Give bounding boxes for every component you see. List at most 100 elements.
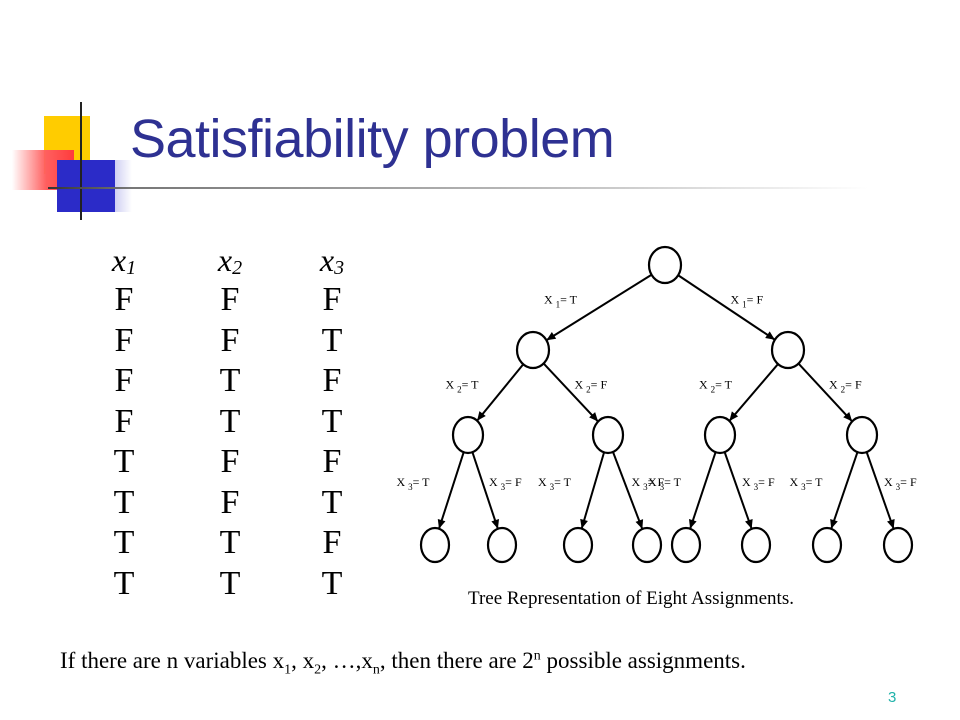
- tree-edge-label-value: = F: [900, 475, 917, 489]
- tree-edge-label: X 3= T: [396, 475, 430, 492]
- tree-edge-label: X 2= T: [699, 378, 733, 395]
- tree-edge-label-var: X: [632, 475, 644, 489]
- tree-edge-label-value: = T: [664, 475, 682, 489]
- truth-header-x3: x3: [292, 240, 372, 280]
- tree-edge-label: X 3= F: [632, 475, 665, 492]
- truth-cell: F: [220, 321, 240, 359]
- tree-edge-label-sub: 3: [550, 482, 555, 492]
- tree-edge-label-var: X: [699, 378, 711, 392]
- tree-edge-label-var: X: [884, 475, 896, 489]
- tree-edge-label-var: X: [538, 475, 550, 489]
- tree-edge-label: X 3= F: [489, 475, 522, 492]
- tree-edge-arrowhead: [635, 519, 644, 529]
- tree-edge-label-var: X: [544, 293, 556, 307]
- truth-cell: F: [220, 281, 240, 318]
- truth-cell: F: [220, 443, 240, 480]
- truth-cell: T: [321, 321, 343, 359]
- tree-edge-label-var: X: [575, 378, 587, 392]
- tree-edge-label: X 1= T: [544, 293, 578, 310]
- tree-edge-label-value: = T: [462, 378, 480, 392]
- tree-leaf-node: [882, 526, 914, 564]
- tree-edge-arrowhead: [477, 411, 486, 421]
- truth-cell: F: [322, 281, 342, 318]
- tree-leaf-node: [740, 526, 772, 564]
- truth-header-sub: 3: [334, 257, 345, 279]
- tree-edge-label: X 2= F: [829, 378, 862, 395]
- truth-cell: T: [219, 402, 241, 440]
- tree-edge-label-value: = F: [758, 475, 775, 489]
- truth-cell: F: [114, 402, 134, 440]
- tree-node: [451, 415, 485, 455]
- tree-edge-label: X 2= T: [445, 378, 479, 395]
- tree-edge-label-var: X: [829, 378, 841, 392]
- footer-sup-n: n: [533, 648, 541, 664]
- tree-caption: Tree Representation of Eight Assignments…: [468, 588, 794, 609]
- tree-node: [591, 415, 625, 455]
- tree-edge-label-var: X: [789, 475, 801, 489]
- tree-edge: [471, 451, 499, 530]
- tree-edge: [865, 451, 895, 530]
- truth-header-var: x: [111, 242, 127, 278]
- truth-header-sub: 1: [126, 257, 137, 279]
- tree-leaf-node: [486, 526, 518, 564]
- tree-edge-label-var: X: [445, 378, 457, 392]
- tree-edge-label-sub: 1: [742, 300, 747, 310]
- tree-edge-label-sub: 2: [457, 385, 462, 395]
- tree-edge-arrowhead: [546, 332, 557, 341]
- tree-edge: [689, 451, 717, 530]
- tree-leaf-node: [419, 526, 451, 564]
- truth-header-var: x: [217, 242, 233, 278]
- tree-edge-label: X 3= F: [742, 475, 775, 492]
- page-number: 3: [888, 689, 897, 706]
- tree-edge-arrowhead: [765, 331, 775, 340]
- footer-text-1: If there are n variables x: [60, 648, 285, 673]
- truth-cell: T: [321, 564, 343, 602]
- tree-edge-arrowhead: [830, 519, 838, 529]
- truth-header-x2: x2: [190, 240, 270, 280]
- tree-edge-label-value: = F: [747, 293, 764, 307]
- truth-header-sub: 2: [232, 257, 243, 279]
- tree-edge-arrowhead: [745, 519, 753, 529]
- footer-sub-2: 2: [314, 662, 322, 678]
- footer-sentence: If there are n variables x1, x2, …,xn, t…: [60, 648, 746, 679]
- tree-edge: [723, 451, 753, 530]
- tree-edge-label: X 3= T: [538, 475, 572, 492]
- tree-leaf-node: [670, 526, 702, 564]
- tree-node: [770, 330, 806, 370]
- tree-edge-label-sub: 3: [501, 482, 506, 492]
- truth-cell: T: [321, 483, 343, 521]
- tree-edge-arrowhead: [491, 518, 500, 529]
- tree-edge-arrowhead: [729, 411, 739, 421]
- tree-edge-label-sub: 3: [408, 482, 413, 492]
- tree-leaf-node: [631, 526, 663, 564]
- truth-cell: F: [220, 483, 240, 521]
- tree-edge-arrowhead: [887, 519, 895, 529]
- tree-edge: [545, 273, 653, 342]
- truth-cell: F: [322, 524, 342, 561]
- tree-edge-label-value: = F: [505, 475, 522, 489]
- tree-edge: [830, 451, 859, 530]
- tree-edge-label-sub: 2: [711, 385, 716, 395]
- tree-edge-label-var: X: [648, 475, 660, 489]
- truth-cell: F: [114, 321, 134, 359]
- truth-cell: F: [114, 362, 134, 399]
- tree-node: [845, 415, 879, 455]
- decor-vertical-rule: [80, 102, 82, 220]
- decor-blue-fade: [90, 160, 132, 212]
- tree-edge: [476, 363, 525, 422]
- truth-cell: T: [113, 524, 135, 561]
- tree-edge-label-sub: 3: [896, 482, 901, 492]
- tree-edge-label: X 1= F: [731, 293, 764, 310]
- tree-edge-label: X 3= T: [789, 475, 823, 492]
- tree-edge: [612, 451, 644, 530]
- tree-leaf-node: [562, 526, 594, 564]
- tree-edge-label-sub: 3: [801, 482, 806, 492]
- truth-cell: F: [114, 281, 134, 318]
- tree-edge-label-sub: 3: [643, 482, 648, 492]
- tree-edge-arrowhead: [688, 518, 697, 529]
